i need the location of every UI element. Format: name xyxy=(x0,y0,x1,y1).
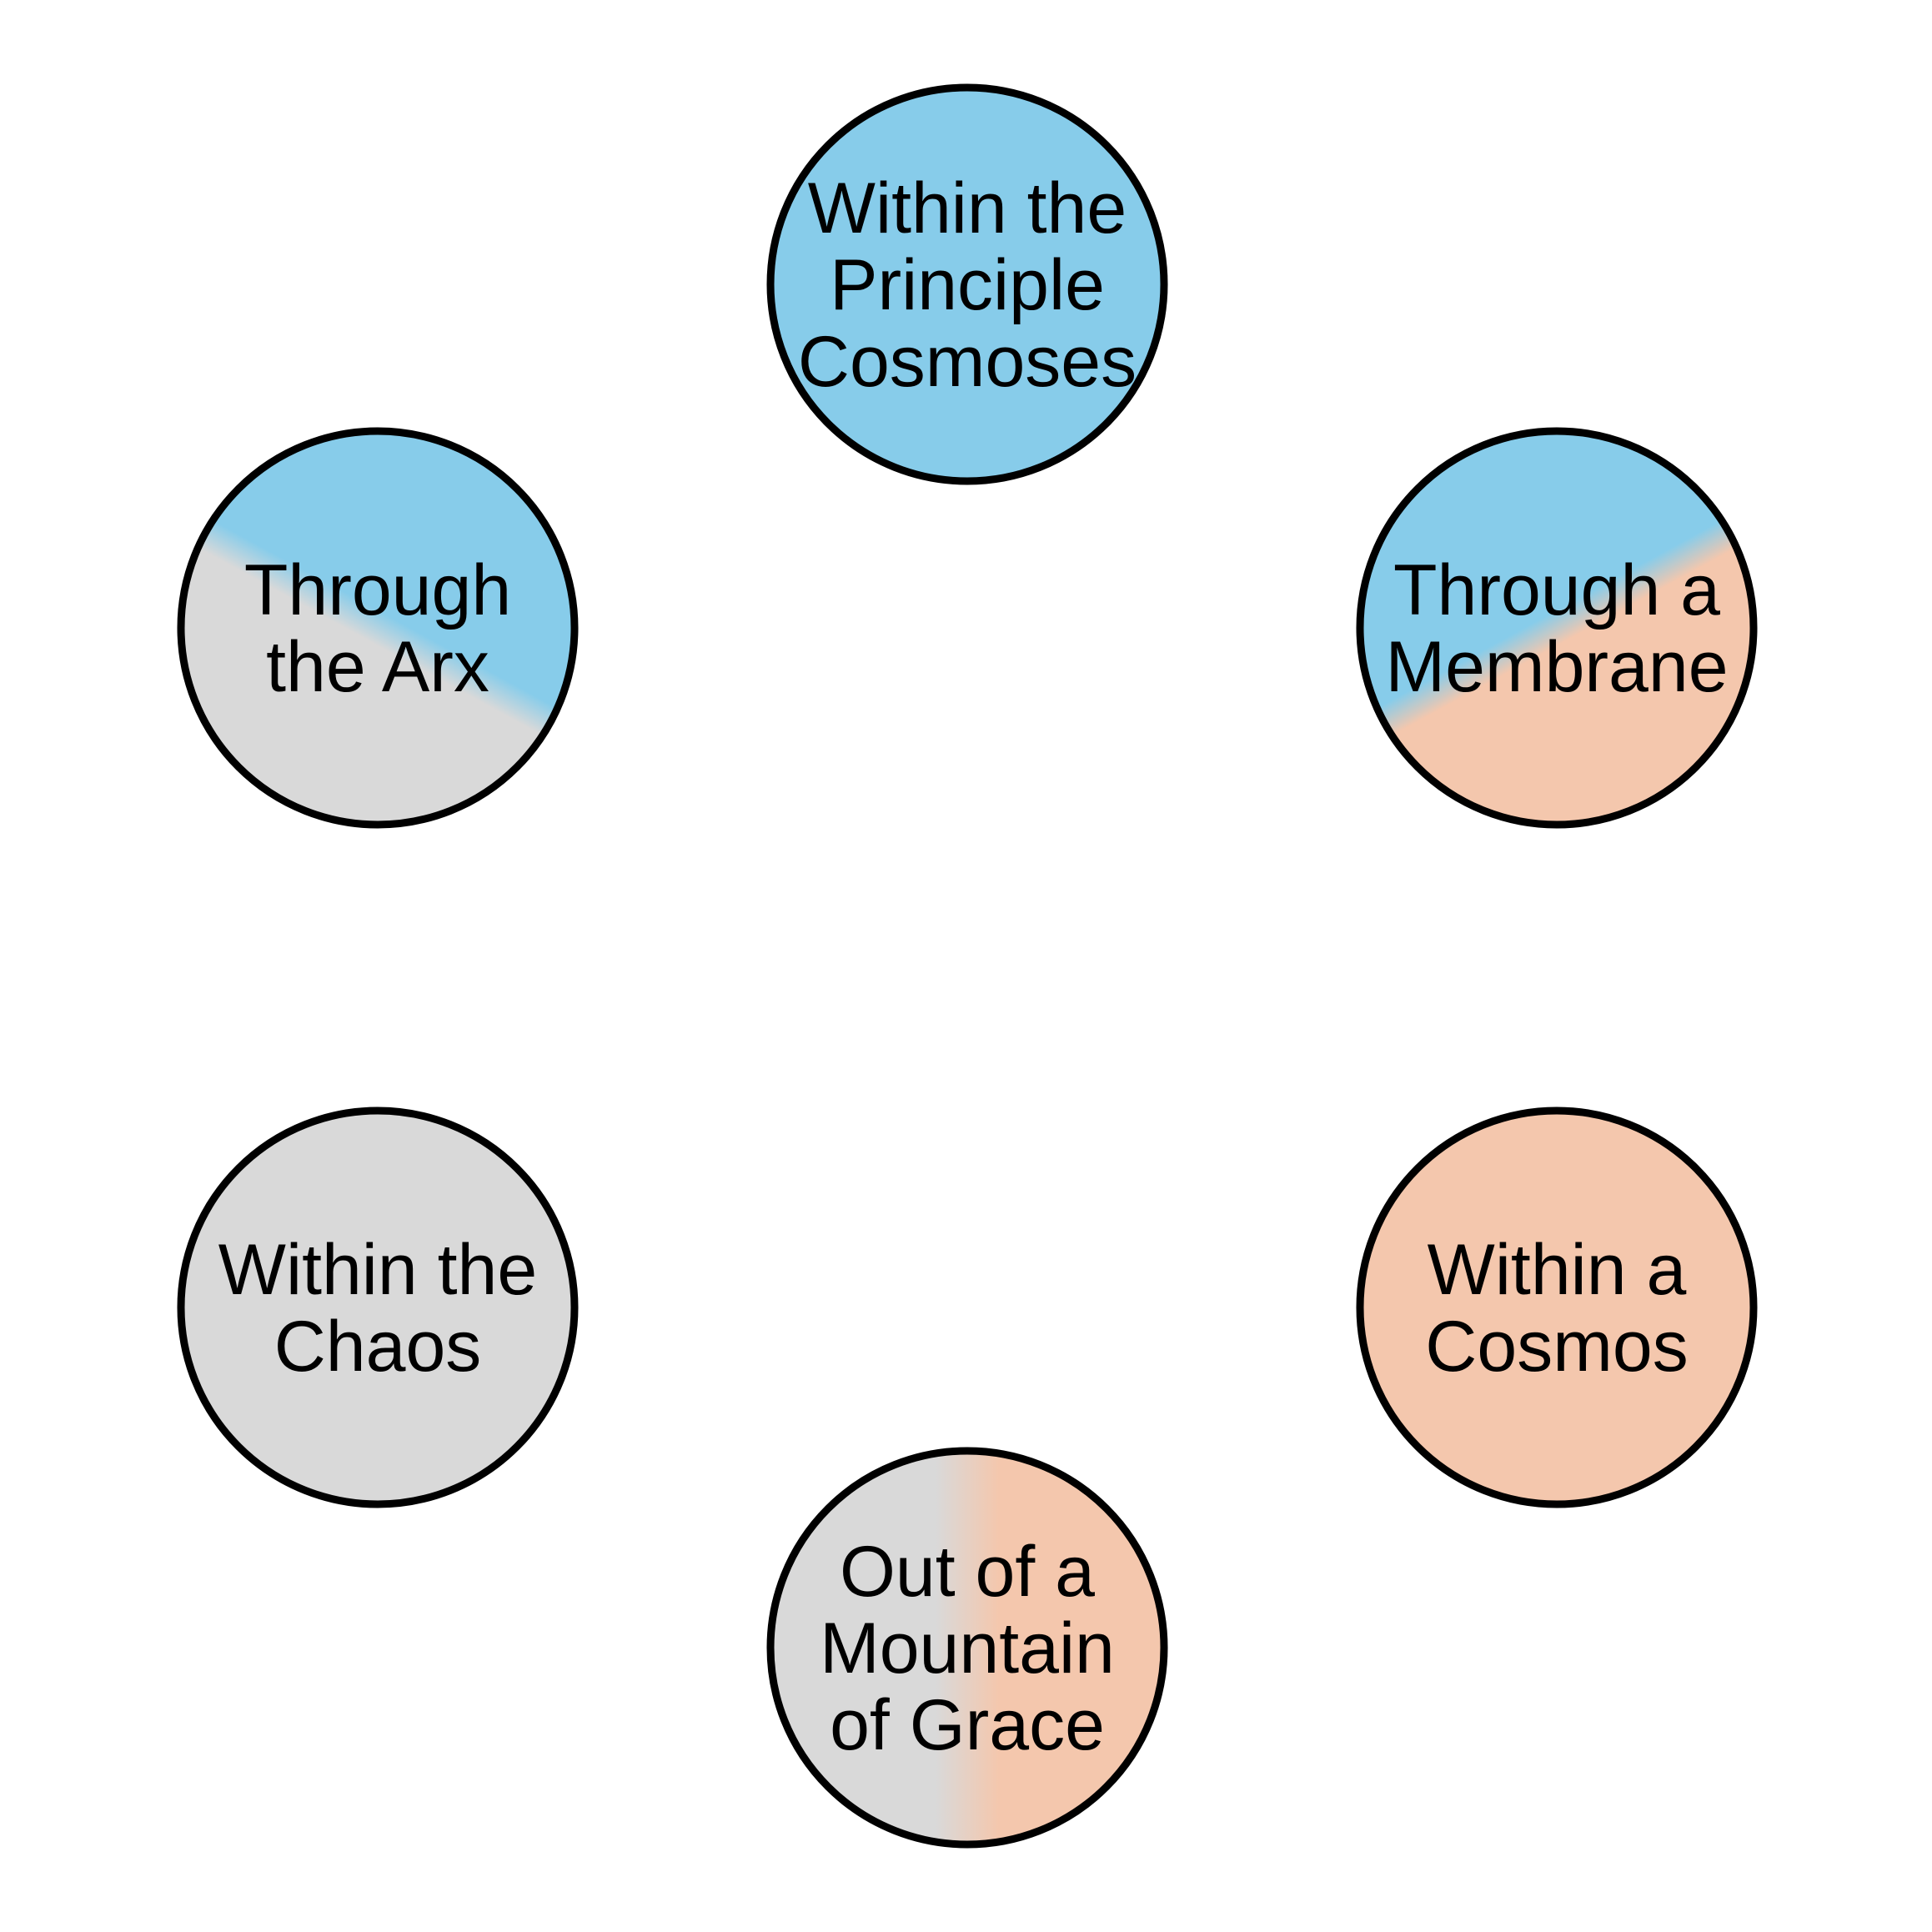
node-label-line: of Grace xyxy=(830,1685,1105,1765)
node-label-line: Mountain xyxy=(820,1608,1115,1689)
node-label-line: Chaos xyxy=(274,1307,482,1387)
node-label-line: Membrane xyxy=(1385,627,1728,707)
node-label-line: Within the xyxy=(218,1230,537,1310)
node-circle xyxy=(1356,427,1758,829)
node-label-line: Through xyxy=(244,550,511,630)
node-circle xyxy=(177,427,579,829)
node-circle xyxy=(766,1447,1168,1849)
node-label-line: Principle xyxy=(830,245,1105,325)
node-circle xyxy=(1356,1107,1758,1508)
node-circle xyxy=(177,1107,579,1508)
node-circle xyxy=(766,83,1168,485)
node-label-line: Cosmos xyxy=(1425,1307,1688,1387)
node-label-line: Through a xyxy=(1393,550,1720,630)
node-label-line: Out of a xyxy=(840,1532,1095,1612)
node-label-line: Within the xyxy=(808,168,1127,248)
node-label-line: Cosmoses xyxy=(798,322,1137,402)
node-label-line: Within a xyxy=(1428,1230,1687,1310)
node-label-line: the Arx xyxy=(266,627,489,707)
